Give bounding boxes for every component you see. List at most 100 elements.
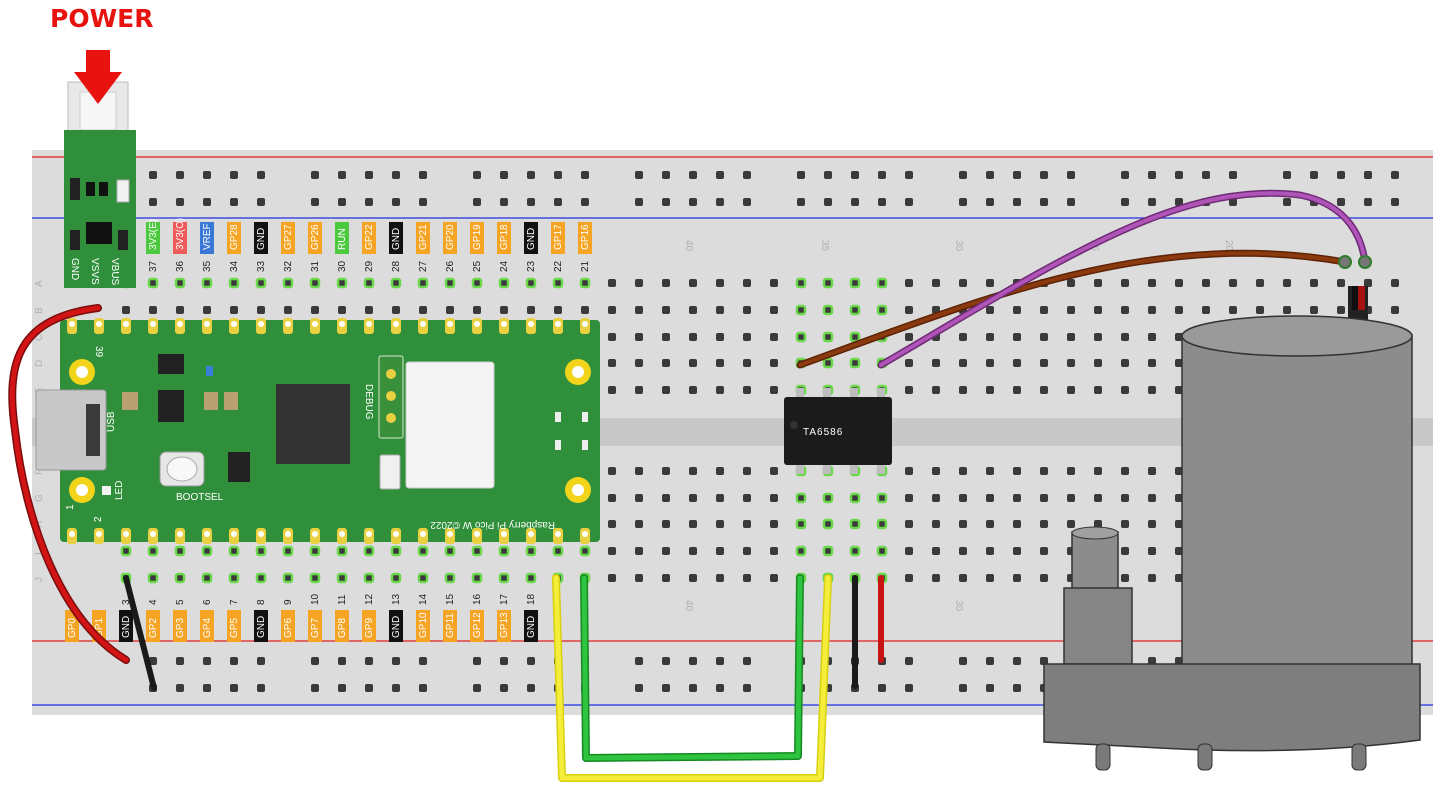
black-ground-wire [123,575,157,691]
power-rail-hole [500,171,508,179]
pin-number: 35 [202,260,213,272]
power-rail-hole [1175,198,1183,206]
breadboard-hole [849,331,861,343]
row-letter: D [34,360,45,367]
power-rail-hole [554,171,562,179]
breadboard-hole [284,306,292,314]
breadboard-hole [1256,279,1264,287]
breadboard-hole [1121,359,1129,367]
pin-label: GP22 [364,224,375,250]
power-rail-hole [1229,171,1237,179]
pin-number: 31 [310,260,321,272]
breadboard-hole [1040,467,1048,475]
breadboard-hole [822,492,834,504]
pin-label: GP1 [94,618,105,638]
pin-label-badge [119,610,133,642]
pin-label: GP3 [175,618,186,638]
pin-label-badge [497,222,511,254]
breadboard-hole [959,520,967,528]
power-rail-hole [500,198,508,206]
breadboard-hole [770,279,778,287]
power-rail-hole [878,684,886,692]
breadboard-hole [525,572,537,584]
breadboard-hole [662,333,670,341]
breadboard-hole [1175,494,1183,502]
breadboard-hole [1310,279,1318,287]
power-rail-hole [1148,657,1156,665]
pico-board-name: Raspberry Pi Pico W ©2022 [430,519,555,530]
breadboard-hole [959,333,967,341]
power-rail-hole [419,198,427,206]
power-rail-hole [257,198,265,206]
row-letter: C [34,334,45,341]
breadboard-hole [228,572,240,584]
pin-label: GP0 [67,618,78,638]
pin-label: GND [526,228,537,250]
breadboard-hole [770,494,778,502]
pin-label-badge [578,222,592,254]
pin-number: 3 [121,599,132,605]
breadboard-hole [1067,467,1075,475]
power-rail-hole [527,198,535,206]
breadboard-hole [635,467,643,475]
breadboard-hole [390,572,402,584]
pin-39-label: 39 [93,346,104,358]
breadboard-hole [1013,306,1021,314]
power-rail-hole [743,657,751,665]
power-rail-hole [311,657,319,665]
power-rail-hole [635,657,643,665]
breadboard-hole [689,547,697,555]
power-rail-hole [662,198,670,206]
breadboard-hole [986,547,994,555]
breadboard-hole [419,306,427,314]
breadboard-hole [255,277,267,289]
breadboard-hole [1391,279,1399,287]
breadboard-hole [1310,306,1318,314]
breadboard-hole [1175,386,1183,394]
pin-number: 26 [445,260,456,272]
breadboard-hole [932,574,940,582]
breadboard-hole [905,306,913,314]
power-module-pin-vbus: VBUS [109,258,120,286]
breadboard-hole [876,518,888,530]
pin-label: GP4 [202,618,213,638]
breadboard-hole [716,386,724,394]
breadboard-hole [849,545,861,557]
breadboard-hole [716,520,724,528]
breadboard-hole [932,547,940,555]
breadboard-hole [689,520,697,528]
pin-number: 18 [526,593,537,605]
breadboard-hole [849,492,861,504]
breadboard-hole [1121,547,1129,555]
breadboard-hole [662,279,670,287]
breadboard-hole [1040,494,1048,502]
driver-chip: TA6586 [784,388,892,474]
breadboard-hole [228,277,240,289]
breadboard-hole [905,547,913,555]
power-rail-hole [986,657,994,665]
pump-base [1043,663,1421,752]
power-rail-hole [716,684,724,692]
rp2040-chip [276,384,350,464]
breadboard-hole [122,306,130,314]
breadboard-hole [471,572,483,584]
breadboard-hole [662,306,670,314]
breadboard-hole [390,545,402,557]
breadboard-hole [201,572,213,584]
power-rail-hole [1148,171,1156,179]
power-module-board [64,130,136,288]
power-rail-hole [635,684,643,692]
breadboard-hole [1175,547,1183,555]
breadboard-hole [849,357,861,369]
breadboard-hole [1148,306,1156,314]
breadboard-hole [228,545,240,557]
pico-top-pin-labels: 3V3(E)373V3(O)36VREF35GP2834GND33GP2732G… [146,218,592,272]
breadboard-hole [392,306,400,314]
breadboard-hole [770,547,778,555]
breadboard-hole [662,574,670,582]
power-rail-hole [824,171,832,179]
power-rail-hole [392,684,400,692]
pin-label: GP9 [364,618,375,638]
pump-body [1181,334,1413,666]
